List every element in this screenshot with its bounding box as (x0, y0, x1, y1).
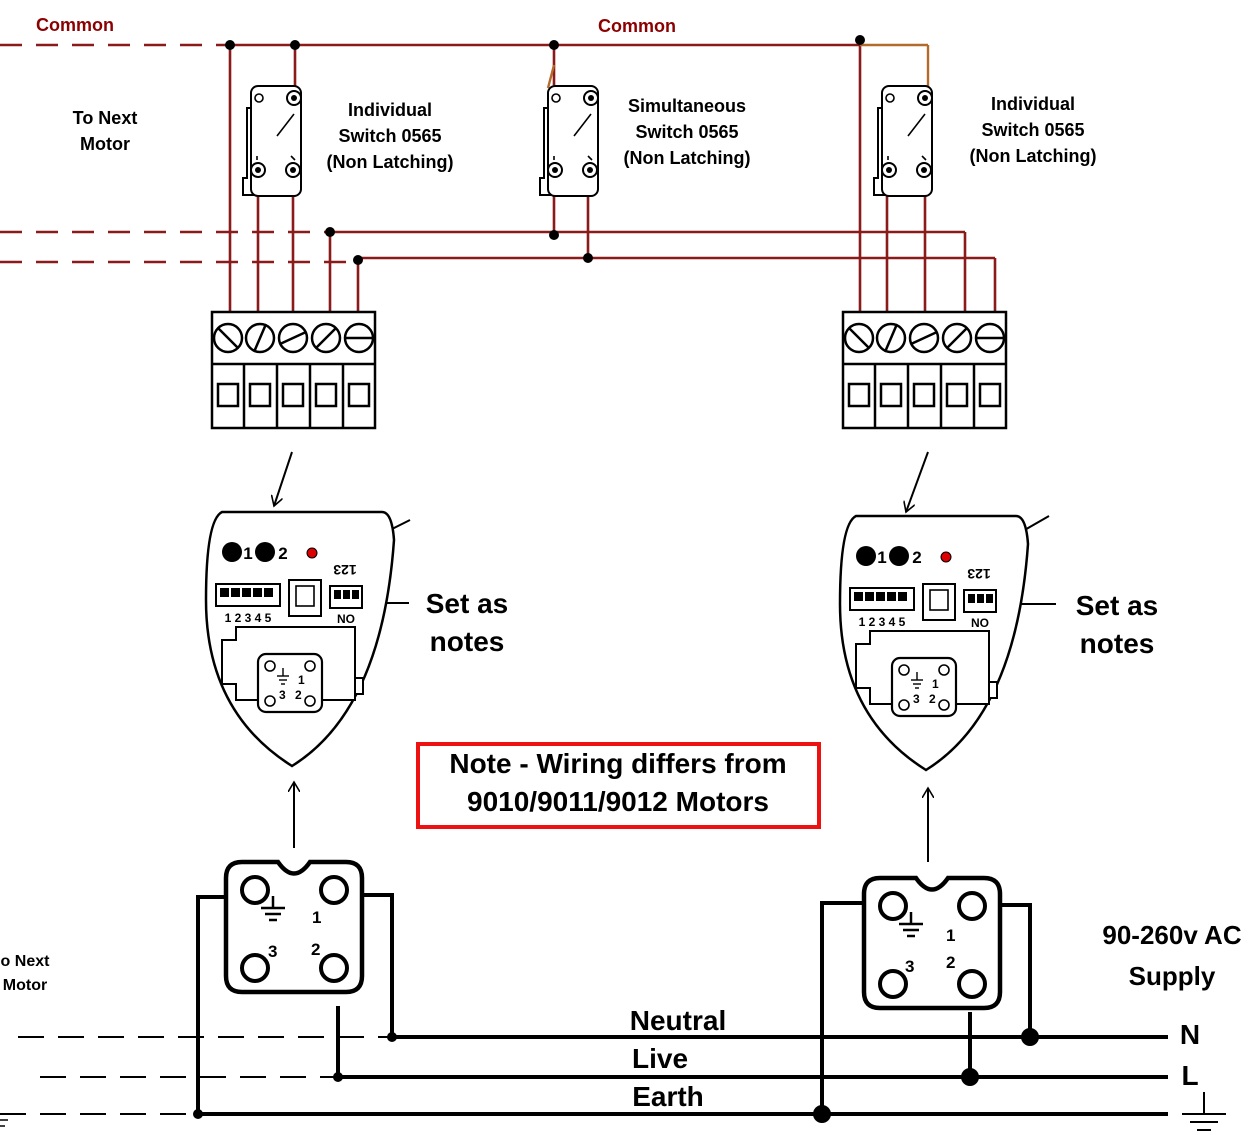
earth-symbol-left (0, 1113, 12, 1127)
connector-pin-2: 2 (946, 953, 955, 972)
supply-label-line1: 90-260v AC (1102, 920, 1241, 950)
power-connector-right (861, 875, 1003, 1011)
common-label-left: Common (36, 15, 114, 35)
to-next-motor-top-line2: Motor (80, 134, 130, 154)
socket-pin-2: 2 (295, 688, 302, 702)
button-1-icon[interactable] (856, 546, 876, 566)
led-icon (940, 551, 952, 563)
button-1-label: 1 (877, 548, 886, 567)
dip-label: NO (337, 612, 355, 626)
switch-left-label-line1: Individual (348, 100, 432, 120)
set-as-notes-left-line2: notes (430, 626, 505, 657)
terminal-block-left (210, 310, 377, 430)
switch-left-label-line2: Switch 0565 (338, 126, 441, 146)
text-labels: Common Common To Next Motor Individual S… (1, 15, 1242, 1112)
button-2-icon[interactable] (889, 546, 909, 566)
l-label: L (1181, 1060, 1198, 1091)
switch-middle-label-line2: Switch 0565 (635, 122, 738, 142)
switch-left-label-line3: (Non Latching) (327, 152, 454, 172)
neutral-label: Neutral (630, 1005, 726, 1036)
to-next-motor-bottom-line1: o Next (1, 953, 51, 970)
connector-pin-2: 2 (311, 940, 320, 959)
connector-pin-1: 1 (946, 926, 955, 945)
button-1-icon[interactable] (222, 542, 242, 562)
note-box (416, 742, 821, 829)
note-line1: Note - Wiring differs from (449, 748, 786, 779)
set-as-notes-right-line1: Set as (1076, 590, 1159, 621)
to-next-motor-top-line1: To Next (73, 108, 138, 128)
junction-dots-top (225, 35, 865, 265)
switch-wiring (0, 40, 997, 320)
led-icon (306, 547, 318, 559)
supply-label-line2: Supply (1129, 961, 1216, 991)
connector-pin-1: 1 (312, 908, 321, 927)
dip-numbers: 123 (967, 566, 991, 582)
terminal-block-right (841, 310, 1008, 430)
socket-pin-2: 2 (929, 692, 936, 706)
junction-dots-bottom (193, 1028, 1039, 1123)
motor-unit-right (838, 514, 1030, 772)
common-label-right: Common (598, 16, 676, 36)
switch-middle-label-line3: (Non Latching) (624, 148, 751, 168)
terminal-numbers: 1 2 3 4 5 (859, 615, 906, 629)
switch-right-label-line3: (Non Latching) (970, 146, 1097, 166)
set-as-notes-right-line2: notes (1080, 628, 1155, 659)
earth-icon (899, 912, 923, 938)
switch-right-label-line2: Switch 0565 (981, 120, 1084, 140)
earth-icon (911, 672, 923, 689)
button-2-label: 2 (912, 548, 921, 567)
note-line2: 9010/9011/9012 Motors (467, 786, 769, 817)
earth-icon (261, 896, 285, 922)
switch-left[interactable] (242, 85, 302, 197)
terminal-numbers: 1 2 3 4 5 (225, 611, 272, 625)
socket-pin-1: 1 (298, 673, 305, 687)
button-2-icon[interactable] (255, 542, 275, 562)
switch-middle[interactable] (539, 85, 599, 197)
power-connector-left (223, 859, 365, 995)
n-label: N (1180, 1019, 1200, 1050)
connector-pin-3: 3 (905, 957, 914, 976)
button-1-label: 1 (243, 544, 252, 563)
socket-pin-3: 3 (913, 692, 920, 706)
dip-numbers: 123 (333, 562, 357, 578)
switch-right[interactable] (873, 85, 933, 197)
earth-symbol-right (1182, 1092, 1226, 1131)
live-label: Live (632, 1043, 688, 1074)
set-as-notes-left-line1: Set as (426, 588, 509, 619)
button-2-label: 2 (278, 544, 287, 563)
socket-pin-1: 1 (932, 677, 939, 691)
common-wire-light (546, 43, 930, 90)
to-next-motor-bottom-line2: Motor (3, 977, 47, 994)
switch-right-label-line1: Individual (991, 94, 1075, 114)
earth-icon (277, 668, 289, 685)
connector-pin-3: 3 (268, 942, 277, 961)
switch-middle-label-line1: Simultaneous (628, 96, 746, 116)
earth-label: Earth (632, 1081, 704, 1112)
socket-pin-3: 3 (279, 688, 286, 702)
dip-label: NO (971, 616, 989, 630)
motor-unit-left (204, 510, 396, 768)
